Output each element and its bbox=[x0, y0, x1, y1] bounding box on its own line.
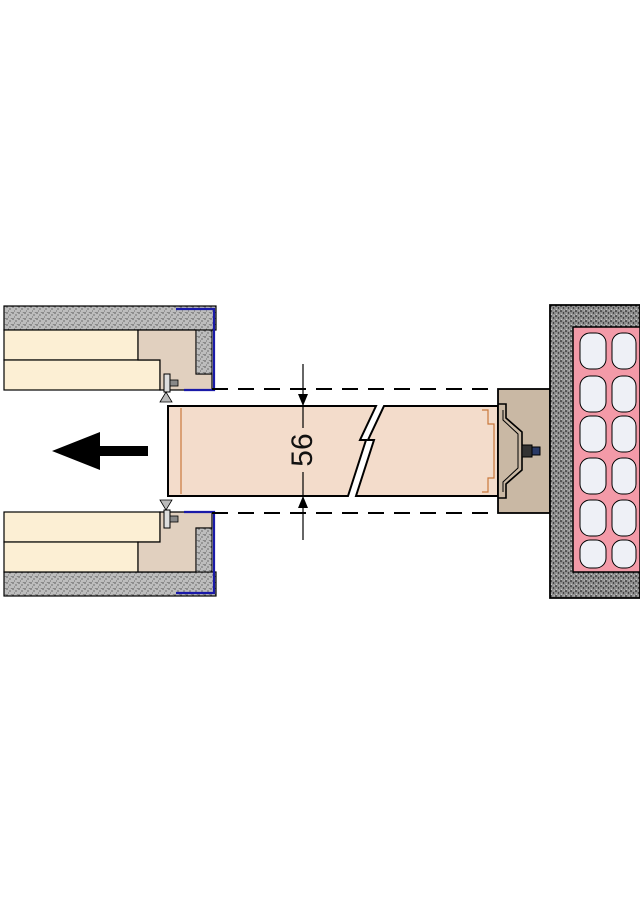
dashed-guide-lines bbox=[212, 388, 498, 514]
brick-cell bbox=[579, 457, 607, 495]
dimension-56: 56 bbox=[286, 364, 319, 540]
brick-cell bbox=[579, 415, 607, 453]
right-door-frame bbox=[497, 388, 551, 514]
door-leaf-lock-groove bbox=[482, 409, 495, 493]
door-leaf-left-part bbox=[167, 405, 378, 497]
door-leaf-right-part bbox=[354, 405, 499, 497]
brick-cell bbox=[579, 332, 607, 370]
door-leaf bbox=[167, 405, 499, 497]
bottom-panel-core-lower bbox=[3, 541, 139, 573]
masonry-wall bbox=[549, 304, 640, 599]
brick-cell bbox=[611, 415, 637, 453]
dimension-label: 56 bbox=[286, 433, 319, 466]
brick-cell bbox=[611, 332, 637, 370]
top-gasket-line bbox=[176, 307, 216, 392]
brick-cells bbox=[579, 332, 637, 569]
brick-cell bbox=[579, 375, 607, 413]
bottom-panel-core-upper bbox=[3, 511, 161, 543]
left-frame-bottom bbox=[3, 499, 217, 597]
top-frame-insulation-side bbox=[195, 329, 213, 375]
bottom-gasket-line bbox=[176, 510, 216, 595]
top-hinge-fitting-icon bbox=[159, 373, 179, 403]
brick-cell bbox=[611, 499, 637, 537]
top-panel-core-upper bbox=[3, 329, 139, 361]
bottom-frame-insulation-side bbox=[195, 527, 213, 573]
brick-cell bbox=[579, 499, 607, 537]
dimension-arrowhead-bottom bbox=[298, 496, 308, 508]
arrow-left-icon bbox=[52, 432, 148, 470]
brick-cell bbox=[611, 375, 637, 413]
top-panel-core-lower bbox=[3, 359, 161, 391]
dimension-arrowhead-top bbox=[298, 394, 308, 406]
bottom-hinge-fitting-icon bbox=[159, 499, 179, 529]
brick-cell bbox=[611, 539, 637, 569]
left-frame-top bbox=[3, 305, 217, 403]
latch-screw-icon bbox=[521, 444, 541, 458]
brick-cell bbox=[611, 457, 637, 495]
brick-cell bbox=[579, 539, 607, 569]
strike-plate-inner bbox=[502, 410, 519, 492]
